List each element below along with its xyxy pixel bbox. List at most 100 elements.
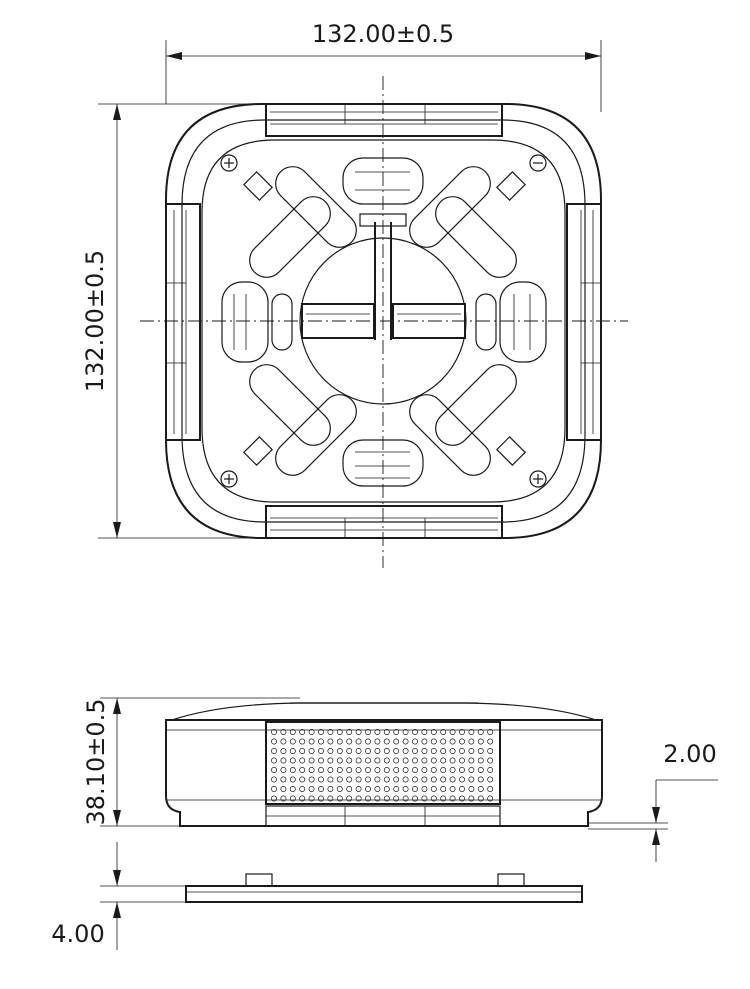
horizontal-slots <box>221 281 547 363</box>
grille-dot <box>327 786 334 792</box>
grille-dot <box>346 776 353 783</box>
grille-dot <box>393 738 400 745</box>
side-grille <box>265 721 501 805</box>
grille-dot <box>449 776 456 783</box>
grille-dot <box>289 729 296 735</box>
grille-dot <box>289 757 296 764</box>
height-dimension: 132.00±0.5 <box>81 103 262 539</box>
grille-dot <box>336 729 343 735</box>
grille-dot <box>430 738 437 745</box>
grille-dot <box>299 757 306 764</box>
grille-dot <box>449 748 456 754</box>
grille-dot <box>468 767 475 773</box>
left-edge-vents <box>165 203 201 441</box>
grille-dot <box>308 767 315 773</box>
grille-dot <box>299 795 306 802</box>
grille-dot <box>487 767 494 773</box>
grille-dot <box>271 738 277 745</box>
grille-dot <box>412 748 418 754</box>
grille-dot <box>271 776 277 783</box>
grille-dot <box>299 776 306 783</box>
grille-dot <box>365 795 371 802</box>
grille-dot <box>477 767 484 773</box>
grille-dot <box>346 786 353 792</box>
grille-dot <box>459 738 465 745</box>
side-view: 38.10±0.5 2.00 <box>51 697 718 950</box>
grille-dot <box>393 786 400 792</box>
grille-dot <box>487 795 494 802</box>
grille-dot <box>327 757 334 764</box>
grille-dot <box>383 786 390 792</box>
corner-clips <box>243 171 526 466</box>
grille-dot <box>280 795 287 802</box>
grille-dot <box>318 776 324 783</box>
grille-dot <box>440 729 447 735</box>
grille-dot <box>280 776 287 783</box>
grille-dot <box>355 786 362 792</box>
grille-dot <box>440 757 447 764</box>
grille-dot <box>299 767 306 773</box>
grille-dot <box>393 729 400 735</box>
grille-dot <box>308 748 315 754</box>
grille-dot <box>280 738 287 745</box>
screw-icon <box>529 154 547 172</box>
grille-dot <box>271 786 277 792</box>
grille-dot <box>336 767 343 773</box>
grille-dot <box>327 767 334 773</box>
grille-dot <box>318 767 324 773</box>
grille-dot <box>477 776 484 783</box>
grille-dot <box>346 738 353 745</box>
grille-dot <box>430 757 437 764</box>
grille-dot <box>271 729 277 735</box>
grille-dot <box>440 795 447 802</box>
side-height-dimension-label: 38.10±0.5 <box>82 699 110 826</box>
grille-dot <box>318 738 324 745</box>
grille-dot <box>280 748 287 754</box>
grille-dot <box>430 748 437 754</box>
grille-dot <box>430 729 437 735</box>
grille-dot <box>383 767 390 773</box>
grille-dot-pattern <box>271 729 494 802</box>
grille-dot <box>365 757 371 764</box>
grille-dot <box>383 757 390 764</box>
grille-dot <box>449 767 456 773</box>
grille-dot <box>280 729 287 735</box>
grille-dot <box>383 795 390 802</box>
grille-dot <box>289 776 296 783</box>
grille-dot <box>412 786 418 792</box>
grille-dot <box>477 786 484 792</box>
gap-dimension: 2.00 <box>588 740 718 862</box>
grille-dot <box>402 767 409 773</box>
grille-dot <box>402 776 409 783</box>
grille-dot <box>299 738 306 745</box>
grille-dot <box>459 767 465 773</box>
grille-dot <box>336 738 343 745</box>
grille-dot <box>327 729 334 735</box>
grille-dot <box>365 767 371 773</box>
grille-dot <box>355 767 362 773</box>
grille-dot <box>308 738 315 745</box>
grille-dot <box>289 738 296 745</box>
width-dimension-label: 132.00±0.5 <box>312 20 454 48</box>
grille-dot <box>365 729 371 735</box>
grille-dot <box>318 748 324 754</box>
grille-dot <box>346 757 353 764</box>
base-thickness-dimension-label: 4.00 <box>51 920 104 948</box>
grille-dot <box>393 748 400 754</box>
grille-dot <box>440 786 447 792</box>
side-height-dimension: 38.10±0.5 <box>82 697 300 827</box>
grille-dot <box>449 757 456 764</box>
grille-dot <box>299 729 306 735</box>
grille-dot <box>393 795 400 802</box>
grille-dot <box>459 729 465 735</box>
grille-dot <box>402 748 409 754</box>
grille-dot <box>327 748 334 754</box>
base-plate-outline <box>201 139 566 503</box>
grille-dot <box>477 738 484 745</box>
grille-dot <box>336 795 343 802</box>
grille-dot <box>336 786 343 792</box>
grille-dot <box>355 795 362 802</box>
grille-dot <box>449 795 456 802</box>
gap-dimension-label: 2.00 <box>663 740 716 768</box>
grille-dot <box>280 767 287 773</box>
